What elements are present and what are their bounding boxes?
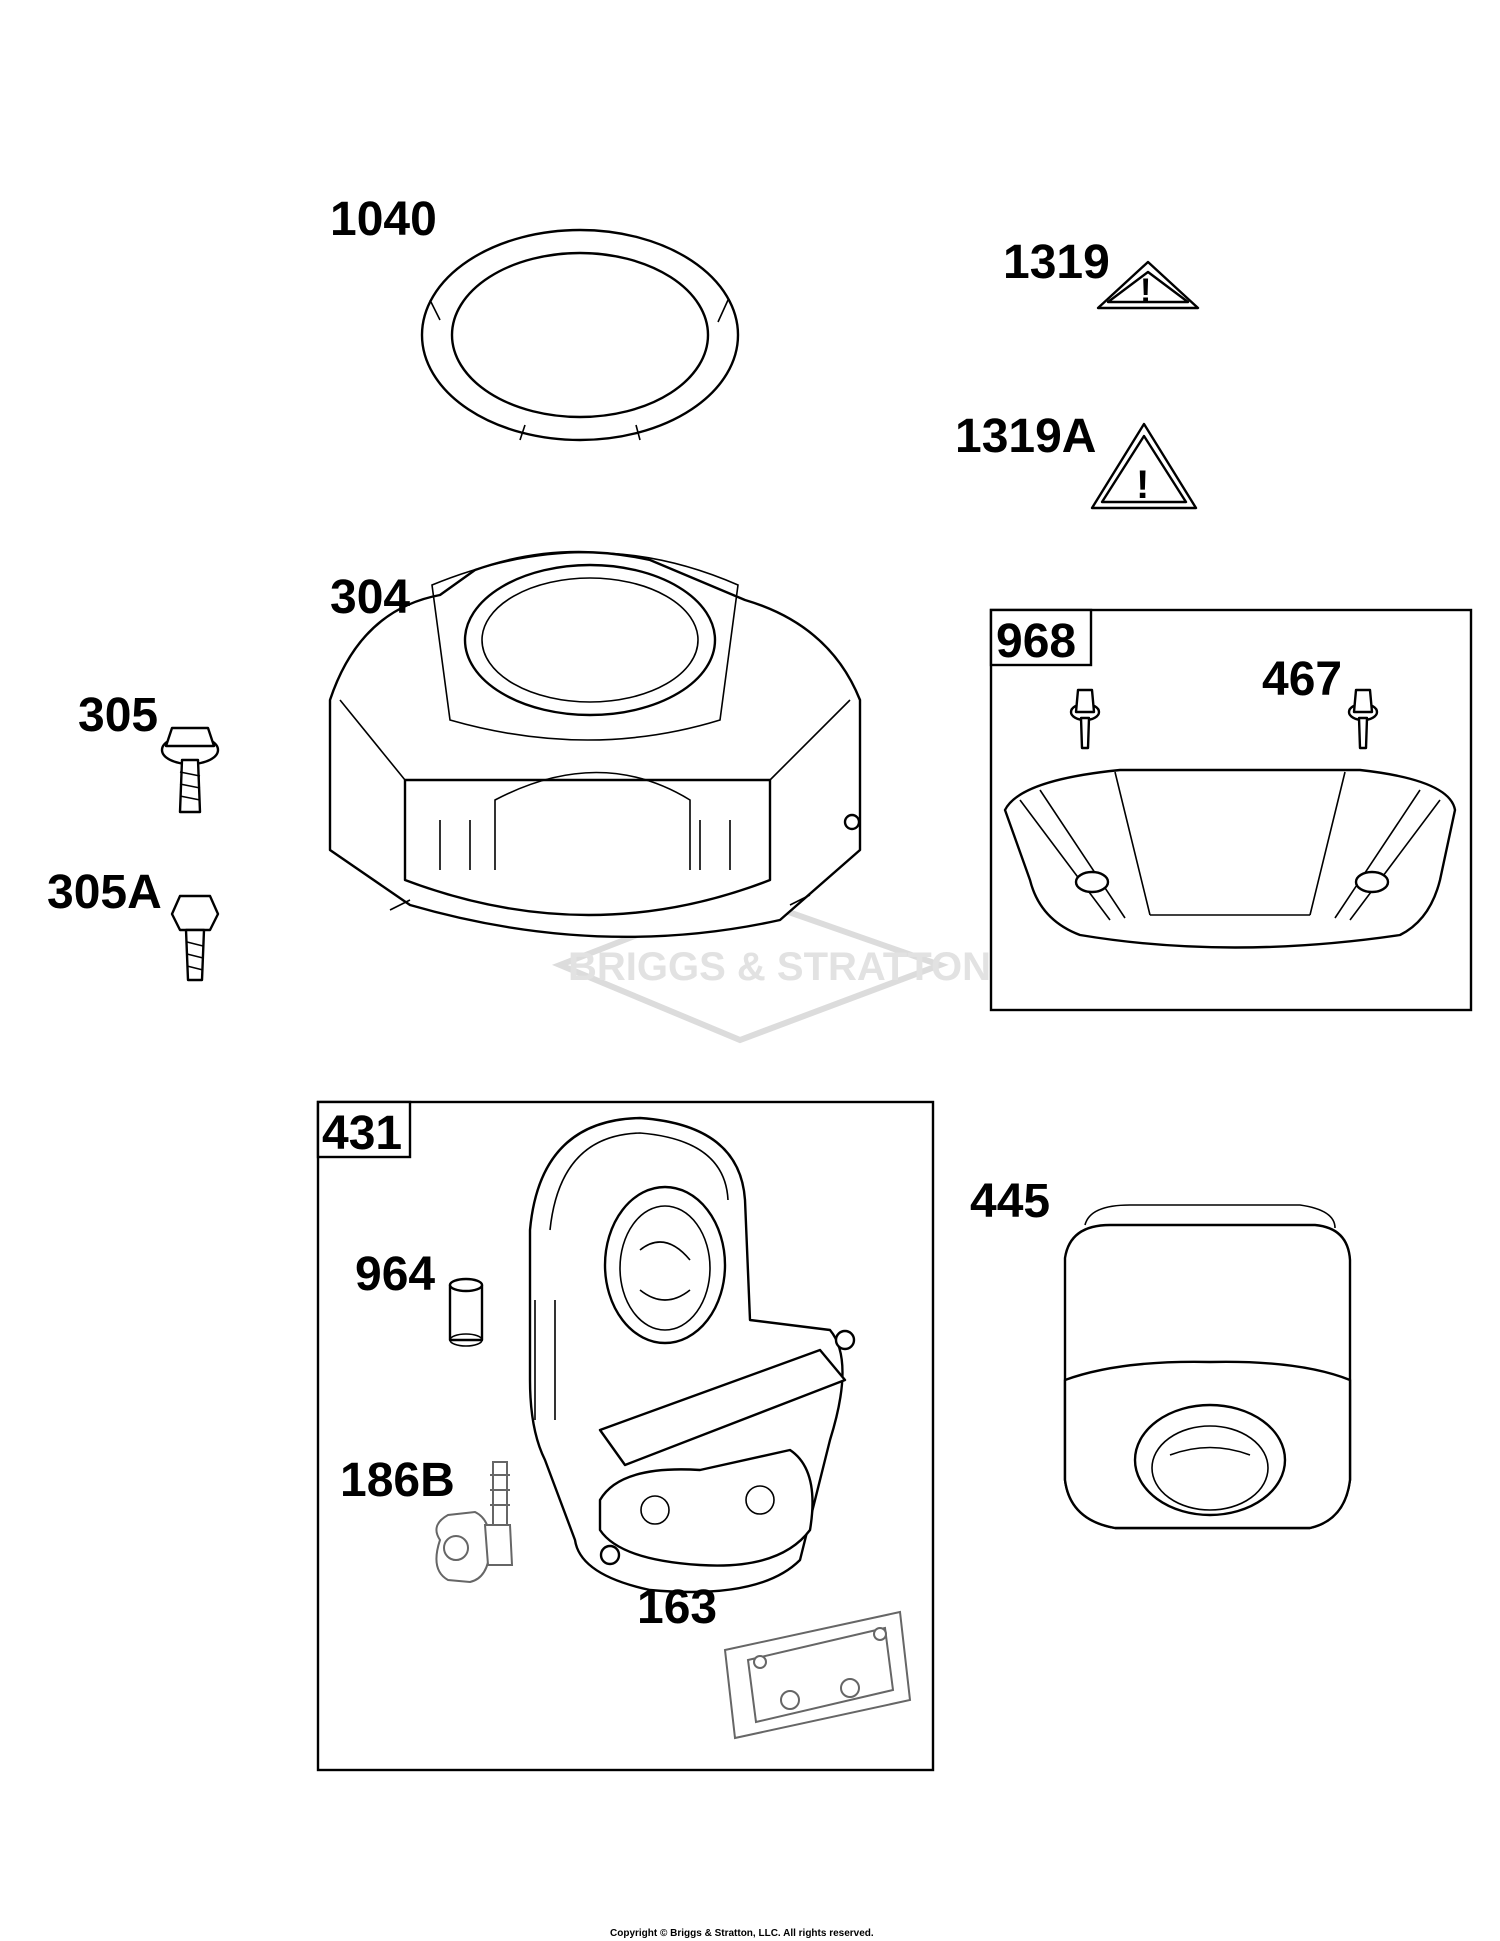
kit-431-box bbox=[316, 1100, 935, 1772]
label-467: 467 bbox=[1262, 653, 1342, 706]
part-968-cover[interactable] bbox=[1003, 768, 1457, 949]
label-968: 968 bbox=[996, 615, 1076, 668]
part-163-gasket[interactable] bbox=[723, 1610, 912, 1740]
label-1319a: 1319A bbox=[955, 410, 1096, 463]
part-1040-ring[interactable] bbox=[420, 228, 740, 442]
part-304-blower-housing[interactable] bbox=[328, 550, 862, 938]
watermark-text: BRIGGS & STRATTON bbox=[568, 945, 991, 989]
label-305: 305 bbox=[78, 689, 158, 742]
part-445-air-filter[interactable] bbox=[1063, 1204, 1352, 1530]
label-305a: 305A bbox=[47, 866, 162, 919]
part-431-air-cleaner-base[interactable] bbox=[528, 1116, 856, 1594]
label-964: 964 bbox=[355, 1248, 435, 1301]
label-445: 445 bbox=[970, 1175, 1050, 1228]
label-163: 163 bbox=[637, 1581, 717, 1634]
part-964-sleeve[interactable] bbox=[448, 1277, 484, 1347]
label-186b: 186B bbox=[340, 1454, 455, 1507]
part-1319-warning-decal[interactable]: ! bbox=[1096, 260, 1200, 310]
part-186b-fitting[interactable] bbox=[435, 1461, 514, 1584]
part-467-screw-right[interactable] bbox=[1347, 688, 1379, 750]
part-1319a-warning-decal[interactable]: ! bbox=[1090, 422, 1198, 510]
label-1319: 1319 bbox=[1003, 236, 1110, 289]
part-305-bolt[interactable] bbox=[160, 726, 220, 814]
svg-text:!: ! bbox=[1136, 463, 1149, 507]
svg-text:!: ! bbox=[1140, 272, 1151, 310]
part-467-screw-left[interactable] bbox=[1069, 688, 1101, 750]
kit-968-box bbox=[989, 608, 1473, 1012]
label-431: 431 bbox=[322, 1107, 402, 1160]
label-304: 304 bbox=[330, 571, 410, 624]
copyright-notice: Copyright © Briggs & Stratton, LLC. All … bbox=[610, 1928, 874, 1939]
label-1040: 1040 bbox=[330, 193, 437, 246]
part-305a-bolt[interactable] bbox=[170, 894, 220, 982]
watermark: BRIGGS & STRATTON bbox=[551, 891, 991, 1044]
